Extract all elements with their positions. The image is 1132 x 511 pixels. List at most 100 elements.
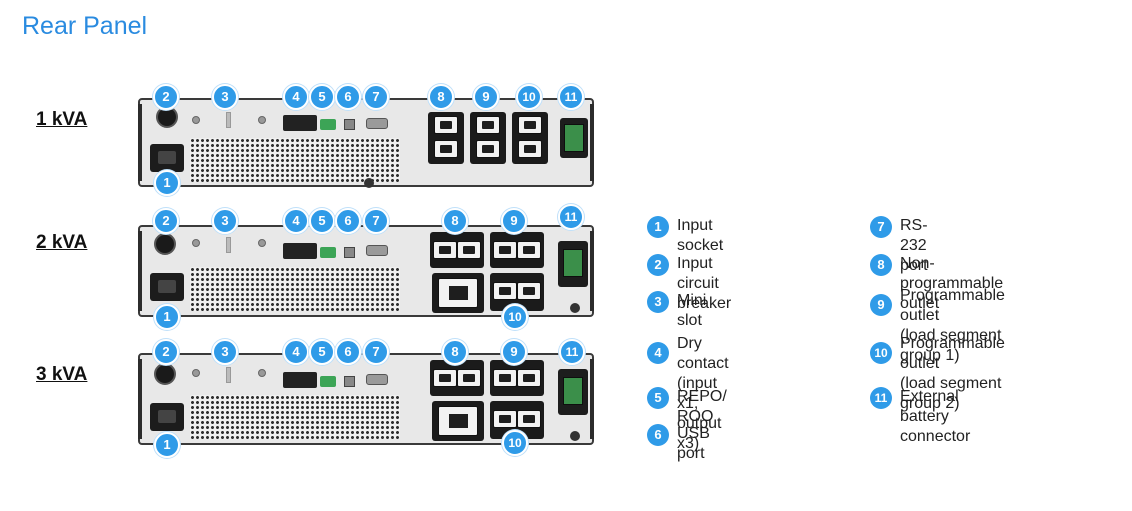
c13-outlet [476,116,500,134]
callout-1: 1 [154,304,180,330]
input-socket [150,144,184,172]
c13-outlet [476,140,500,158]
callout-9: 9 [501,208,527,234]
rack-ear-left [138,359,142,439]
callout-4: 4 [283,208,309,234]
legend-number: 8 [870,254,892,276]
usb-port [344,247,355,258]
c13-outlet [493,282,517,300]
c13-outlet [518,140,542,158]
legend-item-repo-roo: 5 REPO/ ROO [647,387,727,427]
input-socket [150,273,184,301]
dry-contact [283,372,317,388]
model-label-2kva: 2 kVA [36,232,88,253]
callout-2: 2 [153,339,179,365]
repo-roo-connector [320,119,336,130]
callout-10: 10 [516,84,542,110]
foot [364,178,374,188]
callout-9: 9 [473,84,499,110]
screw [192,116,200,124]
legend-number: 11 [870,387,892,409]
callout-4: 4 [283,84,309,110]
repo-roo-connector [320,376,336,387]
screw [258,116,266,124]
foot [570,303,580,313]
callout-8: 8 [442,339,468,365]
callout-5: 5 [309,339,335,365]
legend-number: 3 [647,291,669,313]
legend-item-programmable-outlet-1: 9 Programmable outlet (load segment grou… [870,286,1005,366]
c13-outlet [457,241,481,259]
callout-7: 7 [363,208,389,234]
non-programmable-outlet-group [430,232,484,268]
battery-connector-core [563,377,583,405]
callout-7: 7 [363,339,389,365]
legend-item-usb-port: 6 USB port [647,424,710,464]
legend-text: Input circuit breaker [677,255,732,312]
rack-ear-right [590,104,594,181]
legend-text: Mini slot [677,292,707,329]
legend-number: 7 [870,216,892,238]
c13-outlet [518,116,542,134]
legend-item-external-battery-connector: 11 External battery connector [870,387,970,447]
callout-4: 4 [283,339,309,365]
programmable-outlet-group-1 [470,112,506,164]
callout-3: 3 [212,208,238,234]
c13-outlet [517,282,541,300]
non-programmable-outlet-group [428,112,464,164]
legend-text: Dry contact (input x1, output x3) [677,335,729,452]
callout-1: 1 [154,170,180,196]
legend-item-non-programmable-outlet: 8 Non-programmable outlet [870,254,1003,314]
rack-ear-left [138,104,142,181]
vent-grille [190,138,400,182]
callout-3: 3 [212,339,238,365]
c13-outlet [434,116,458,134]
legend-text: Programmable outlet (load segment group … [900,287,1005,364]
c13-outlet [434,140,458,158]
c19-outlet [438,278,478,308]
mini-slot [226,237,231,253]
battery-connector-core [564,124,584,152]
legend-number: 2 [647,254,669,276]
c13-outlet [517,369,541,387]
battery-connector-core [563,249,583,277]
c13-outlet [493,241,517,259]
callout-10: 10 [502,430,528,456]
legend-number: 9 [870,294,892,316]
non-programmable-outlet-group [430,360,484,396]
input-circuit-breaker [154,233,176,255]
c13-outlet [517,410,541,428]
external-battery-connector [558,241,588,287]
page-title: Rear Panel [22,12,148,40]
c13-outlet [433,369,457,387]
usb-port [344,119,355,130]
c19-outlet [438,406,478,436]
programmable-outlet-group-2 [512,112,548,164]
legend-number: 6 [647,424,669,446]
rs232-port [366,245,388,256]
callout-1: 1 [154,432,180,458]
legend-item-dry-contact: 4 Dry contact (input x1, output x3) [647,334,729,454]
usb-port [344,376,355,387]
rs232-port [366,374,388,385]
callout-6: 6 [335,208,361,234]
programmable-outlet-group-1 [490,360,544,396]
callout-8: 8 [442,208,468,234]
legend-text: Non-programmable outlet [900,255,1004,312]
legend-item-input-circuit-breaker: 2 Input circuit breaker [647,254,731,314]
legend-item-programmable-outlet-2: 10 Programmable outlet (load segment gro… [870,334,1005,414]
legend-item-input-socket: 1 Input socket [647,216,723,256]
callout-2: 2 [153,208,179,234]
vent-grille [190,395,400,439]
legend-text: Programmable outlet (load segment group … [900,335,1005,412]
external-battery-connector [558,369,588,415]
mini-slot [226,112,231,128]
programmable-outlet-group-2 [490,273,544,311]
c13-outlet [457,369,481,387]
non-programmable-c19-outlet [432,273,484,313]
c13-outlet [493,410,517,428]
programmable-outlet-group-2 [490,401,544,439]
callout-5: 5 [309,208,335,234]
callout-6: 6 [335,339,361,365]
c13-outlet [433,241,457,259]
